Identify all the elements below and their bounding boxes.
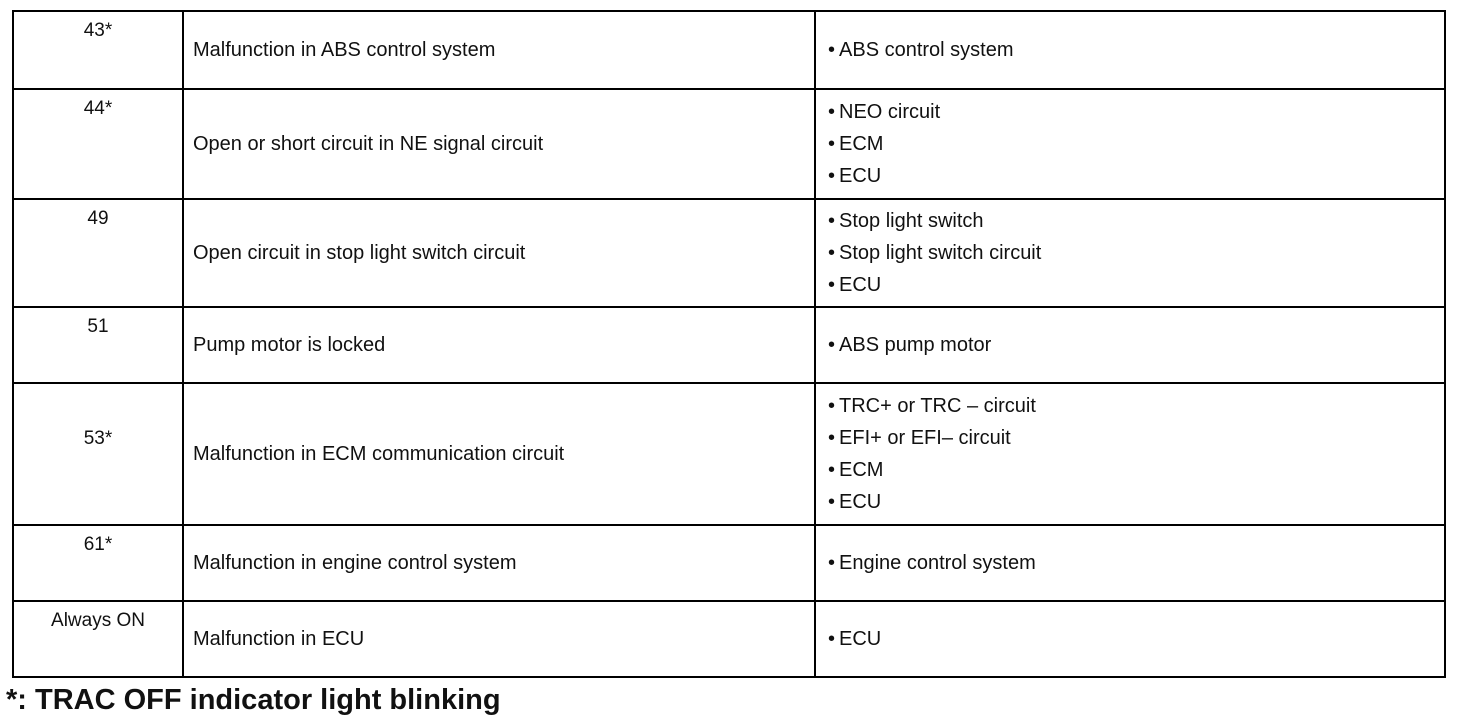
diagnosis-cell: Malfunction in ABS control system (184, 12, 816, 88)
code-cell: 43* (14, 12, 184, 88)
diagnosis-text: Malfunction in ECM communication circuit (193, 442, 565, 465)
trouble-area-item: TRC+ or TRC – circuit (828, 390, 1444, 422)
diagnosis-cell: Malfunction in ECU (184, 602, 816, 676)
code-cell: 53* (14, 384, 184, 524)
diagnosis-cell: Open circuit in stop light switch circui… (184, 200, 816, 306)
trouble-area-item: EFI+ or EFI– circuit (828, 422, 1444, 454)
trouble-area-item: Stop light switch (828, 205, 1444, 237)
diagnosis-text: Open circuit in stop light switch circui… (193, 241, 526, 264)
trouble-area-item: ECM (828, 454, 1444, 486)
trouble-area-item: NEO circuit (828, 96, 1444, 128)
code-cell: 61* (14, 526, 184, 600)
trouble-area-item: ABS control system (828, 34, 1444, 66)
trouble-area-cell: ABS pump motor (816, 308, 1444, 382)
trouble-area-cell: Stop light switch Stop light switch circ… (816, 200, 1444, 306)
trouble-area-item: ECU (828, 623, 1444, 655)
trouble-area-cell: NEO circuit ECM ECU (816, 90, 1444, 198)
diagnosis-text: Malfunction in ECU (193, 627, 365, 650)
diagnosis-cell: Malfunction in engine control system (184, 526, 816, 600)
diagnostic-code-table: 43* Malfunction in ABS control system AB… (12, 10, 1446, 678)
table-row: 49 Open circuit in stop light switch cir… (14, 200, 1444, 308)
diagnosis-text: Malfunction in ABS control system (193, 38, 496, 61)
trouble-area-cell: ABS control system (816, 12, 1444, 88)
diagnosis-text: Pump motor is locked (193, 333, 386, 356)
table-row: 53* Malfunction in ECM communication cir… (14, 384, 1444, 526)
trouble-area-item: Engine control system (828, 547, 1444, 579)
diagnosis-cell: Malfunction in ECM communication circuit (184, 384, 816, 524)
table-row: 44* Open or short circuit in NE signal c… (14, 90, 1444, 200)
diagnosis-cell: Pump motor is locked (184, 308, 816, 382)
code-cell: 44* (14, 90, 184, 198)
code-cell: 49 (14, 200, 184, 306)
code-cell: 51 (14, 308, 184, 382)
trouble-area-item: ECU (828, 269, 1444, 301)
table-row: Always ON Malfunction in ECU ECU (14, 602, 1444, 676)
trouble-area-cell: Engine control system (816, 526, 1444, 600)
diagnosis-text: Malfunction in engine control system (193, 551, 517, 574)
table-row: 43* Malfunction in ABS control system AB… (14, 12, 1444, 90)
trouble-area-item: ECM (828, 128, 1444, 160)
trouble-area-item: Stop light switch circuit (828, 237, 1444, 269)
trouble-area-cell: TRC+ or TRC – circuit EFI+ or EFI– circu… (816, 384, 1444, 524)
diagnosis-text: Open or short circuit in NE signal circu… (193, 132, 544, 155)
trouble-area-item: ECU (828, 160, 1444, 192)
trouble-area-item: ECU (828, 486, 1444, 518)
table-row: 61* Malfunction in engine control system… (14, 526, 1444, 602)
table-row: 51 Pump motor is locked ABS pump motor (14, 308, 1444, 384)
footnote: *: TRAC OFF indicator light blinking (6, 684, 501, 716)
diagnosis-cell: Open or short circuit in NE signal circu… (184, 90, 816, 198)
trouble-area-item: ABS pump motor (828, 329, 1444, 361)
trouble-area-cell: ECU (816, 602, 1444, 676)
code-cell: Always ON (14, 602, 184, 676)
